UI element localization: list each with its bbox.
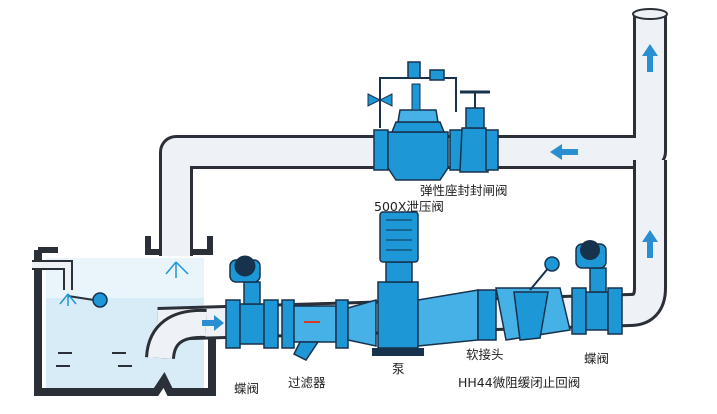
reducer-right xyxy=(417,289,479,347)
label-relief-valve: 500X泄压阀 xyxy=(374,199,444,214)
butterfly-valve-right xyxy=(571,240,623,335)
discharge-pipe xyxy=(145,160,667,360)
label-soft-joint: 软接头 xyxy=(466,347,504,362)
flow-arrow-icon xyxy=(202,315,224,331)
float-ball-icon xyxy=(92,292,108,308)
check-valve-hh44 xyxy=(495,256,571,341)
label-butterfly-valve-left: 蝶阀 xyxy=(234,381,260,396)
elastic-seat-gate-valve xyxy=(449,90,499,173)
spray-icon xyxy=(59,261,189,306)
flow-arrows xyxy=(202,44,658,331)
label-filter: 过滤器 xyxy=(288,375,326,390)
label-butterfly-valve-right: 蝶阀 xyxy=(584,351,610,366)
flow-arrow-icon xyxy=(642,230,658,258)
flow-arrow-icon xyxy=(642,44,658,72)
handwheel-icon xyxy=(234,255,256,277)
tank-wall xyxy=(34,250,216,396)
pilot-valve xyxy=(407,61,421,79)
flow-arrow-icon xyxy=(550,144,578,160)
label-pump: 泵 xyxy=(392,361,405,376)
reducer-left xyxy=(347,299,377,347)
water-level-marks xyxy=(56,352,132,367)
needle-valve xyxy=(429,69,445,81)
y-strainer xyxy=(281,299,349,361)
label-elastic-seat-gate-valve: 弹性座封封闸阀 xyxy=(420,183,508,198)
counterweight-icon xyxy=(544,256,560,272)
soft-joint xyxy=(477,289,497,341)
vertical-pump xyxy=(372,211,424,356)
handwheel-icon xyxy=(580,240,600,260)
butterfly-valve-left xyxy=(225,255,279,349)
relief-valve-500x xyxy=(367,61,457,181)
label-check-valve: HH44微阻缓闭止回阀 xyxy=(458,375,581,390)
